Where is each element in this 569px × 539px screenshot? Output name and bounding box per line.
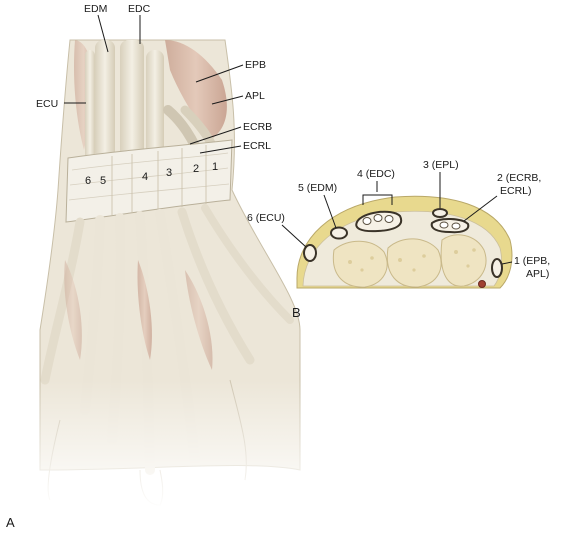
label-1-epb: 1 (EPB, [514,255,550,267]
panel-a-labels: EDM EDC EPB APL ECU ECRB ECRL 6 5 4 3 2 … [6,3,272,530]
compartment-number-4: 4 [142,171,148,183]
label-6-ecu: 6 (ECU) [247,212,285,224]
panel-letter-a: A [6,515,15,530]
compartment-number-5: 5 [100,175,106,187]
panel-letter-b: B [292,305,301,320]
label-4-edc: 4 (EDC) [357,168,395,180]
compartment-number-1: 1 [212,161,218,173]
label-5-edm: 5 (EDM) [298,182,337,194]
label-edm: EDM [84,3,107,15]
cross-section-drawing [296,195,513,289]
label-ecrl: ECRL [243,140,271,152]
compartment-number-6: 6 [85,175,91,187]
forearm-drawing [30,39,320,510]
label-apl: APL [245,90,265,102]
label-ecrb: ECRB [243,121,272,133]
panel-b-labels: 6 (ECU) 5 (EDM) 4 (EDC) 3 (EPL) 2 (ECRB,… [247,159,550,320]
label-2-ecrl: ECRL) [500,185,532,197]
compartment-number-2: 2 [193,163,199,175]
label-epb: EPB [245,59,266,71]
label-1-apl: APL) [526,268,549,280]
label-2-ecrb: 2 (ECRB, [497,172,541,184]
compartment-number-3: 3 [166,167,172,179]
label-3-epl: 3 (EPL) [423,159,459,171]
label-edc: EDC [128,3,151,15]
label-ecu: ECU [36,98,58,110]
